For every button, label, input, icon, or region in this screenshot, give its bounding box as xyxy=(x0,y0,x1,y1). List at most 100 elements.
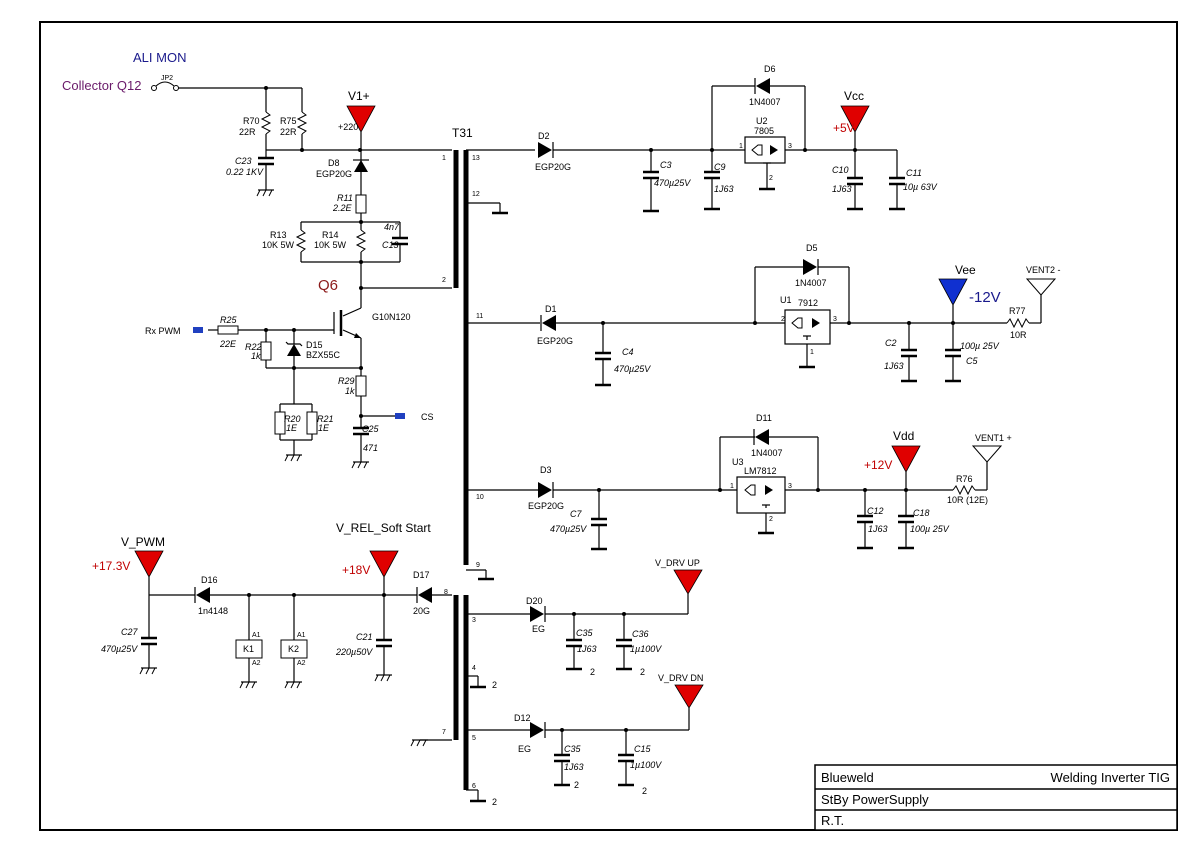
svg-text:1N4007: 1N4007 xyxy=(751,448,783,458)
svg-text:1J63: 1J63 xyxy=(564,762,584,772)
svg-text:10µ 63V: 10µ 63V xyxy=(903,182,938,192)
svg-text:2: 2 xyxy=(781,316,785,323)
svg-text:R21: R21 xyxy=(317,414,334,424)
svg-text:2: 2 xyxy=(492,797,497,807)
title-sheet: StBy PowerSupply xyxy=(821,792,929,807)
svg-text:C35: C35 xyxy=(564,744,582,754)
svg-text:1n4148: 1n4148 xyxy=(198,606,228,616)
svg-text:1N4007: 1N4007 xyxy=(795,278,827,288)
svg-text:C7: C7 xyxy=(570,509,582,519)
svg-text:12: 12 xyxy=(472,191,480,198)
svg-text:470µ25V: 470µ25V xyxy=(101,644,138,654)
svg-text:D5: D5 xyxy=(806,243,818,253)
svg-text:C4: C4 xyxy=(622,347,634,357)
v-drv-dn-flag xyxy=(674,684,704,709)
svg-text:10K 5W: 10K 5W xyxy=(314,240,347,250)
jp2-label: JP2 xyxy=(161,75,173,82)
svg-text:K1: K1 xyxy=(243,644,254,654)
svg-text:1E: 1E xyxy=(318,423,330,433)
svg-text:22R: 22R xyxy=(280,127,297,137)
vcc-label: Vcc xyxy=(844,89,864,103)
vent2-antenna xyxy=(1025,278,1057,296)
vee-value: -12V xyxy=(969,289,1001,306)
svg-text:1k: 1k xyxy=(345,386,355,396)
svg-text:D11: D11 xyxy=(756,413,772,423)
svg-text:10: 10 xyxy=(476,494,484,501)
vcc-5v-branch: D2 EGP20G C3 470µ25V C9 1J63 D6 1N4007 xyxy=(466,64,938,215)
svg-text:22E: 22E xyxy=(219,339,237,349)
svg-text:100µ 25V: 100µ 25V xyxy=(960,341,1000,351)
svg-text:C10: C10 xyxy=(832,165,849,175)
svg-text:1: 1 xyxy=(730,483,734,490)
rx-pwm-port xyxy=(193,327,203,333)
svg-text:1J63: 1J63 xyxy=(868,524,888,534)
v1-plus-flag xyxy=(346,105,376,133)
v-drv-up-label: V_DRV UP xyxy=(655,558,700,568)
svg-text:22R: 22R xyxy=(239,127,256,137)
primary-circuit: ALI MON Collector Q12 JP2 R70 22R R75 22… xyxy=(62,50,452,469)
svg-text:D12: D12 xyxy=(514,713,531,723)
svg-text:LM7812: LM7812 xyxy=(744,466,777,476)
svg-text:0.22 1KV: 0.22 1KV xyxy=(226,167,264,177)
svg-text:2: 2 xyxy=(574,780,579,790)
svg-text:A2: A2 xyxy=(297,660,306,667)
svg-text:10R: 10R xyxy=(1010,330,1027,340)
svg-text:D16: D16 xyxy=(201,575,218,585)
svg-text:D6: D6 xyxy=(764,64,776,74)
v-drv-dn-label: V_DRV DN xyxy=(658,673,703,683)
vdd-12v-branch: D3 EGP20G C7 470µ25V D11 1N4007 U3 LM781… xyxy=(466,413,1012,581)
v-rel-label: V_REL_Soft Start xyxy=(336,521,431,535)
title-block: Blueweld Welding Inverter TIG StBy Power… xyxy=(814,764,1178,831)
svg-text:C25: C25 xyxy=(362,424,380,434)
svg-text:EG: EG xyxy=(532,624,545,634)
svg-text:EGP20G: EGP20G xyxy=(537,336,573,346)
svg-text:+220: +220 xyxy=(338,122,358,132)
svg-text:C9: C9 xyxy=(714,162,726,172)
svg-text:3: 3 xyxy=(472,617,476,624)
v-pwm-value: +17.3V xyxy=(92,559,130,573)
svg-text:2.2E: 2.2E xyxy=(332,203,353,213)
svg-text:1N4007: 1N4007 xyxy=(749,97,781,107)
vdd-flag xyxy=(891,445,921,473)
v1-plus-label: V1+ xyxy=(348,89,370,103)
svg-text:C2: C2 xyxy=(885,338,897,348)
svg-text:2: 2 xyxy=(769,175,773,182)
svg-text:2: 2 xyxy=(642,786,647,796)
svg-text:100µ 25V: 100µ 25V xyxy=(910,524,950,534)
svg-text:R77: R77 xyxy=(1009,306,1026,316)
svg-text:C36: C36 xyxy=(632,629,649,639)
svg-text:A1: A1 xyxy=(297,632,306,639)
svg-text:2: 2 xyxy=(442,277,446,284)
svg-text:1: 1 xyxy=(442,155,446,162)
rx-pwm-label: Rx PWM xyxy=(145,326,181,336)
cs-port xyxy=(395,413,405,419)
svg-text:C13: C13 xyxy=(382,240,399,250)
vdd-label: Vdd xyxy=(893,429,914,443)
svg-text:EG: EG xyxy=(518,744,531,754)
svg-text:470µ25V: 470µ25V xyxy=(614,364,651,374)
svg-text:U1: U1 xyxy=(780,295,792,305)
vent1-antenna xyxy=(971,445,1003,463)
svg-text:A1: A1 xyxy=(252,632,261,639)
svg-text:C18: C18 xyxy=(913,508,930,518)
svg-text:1k: 1k xyxy=(251,351,261,361)
u2-regulator xyxy=(744,136,786,164)
svg-text:1µ100V: 1µ100V xyxy=(630,644,662,654)
vee-flag xyxy=(938,278,968,306)
svg-text:10R (12E): 10R (12E) xyxy=(947,495,988,505)
soft-start-branch: D17 20G V_REL_Soft Start +18V C21 220µ50… xyxy=(92,521,452,747)
svg-text:R22: R22 xyxy=(245,342,262,352)
svg-text:C3: C3 xyxy=(660,160,672,170)
svg-text:471: 471 xyxy=(363,443,378,453)
svg-text:EGP20G: EGP20G xyxy=(316,169,352,179)
svg-text:1: 1 xyxy=(810,349,814,356)
svg-text:K2: K2 xyxy=(288,644,299,654)
svg-text:BZX55C: BZX55C xyxy=(306,350,341,360)
svg-text:6: 6 xyxy=(472,783,476,790)
svg-text:2: 2 xyxy=(769,516,773,523)
svg-text:R76: R76 xyxy=(956,474,973,484)
svg-text:C23: C23 xyxy=(235,156,252,166)
u3-regulator xyxy=(736,476,786,514)
svg-text:C5: C5 xyxy=(966,356,978,366)
